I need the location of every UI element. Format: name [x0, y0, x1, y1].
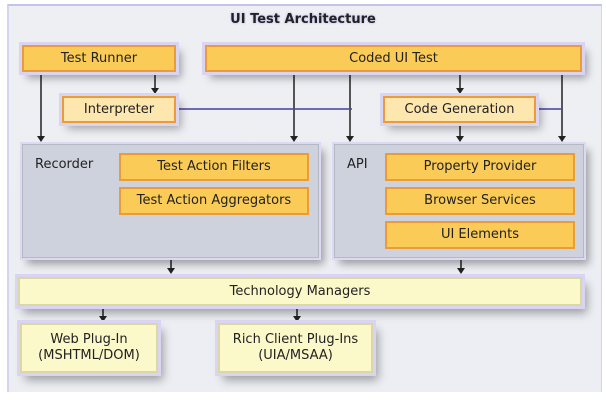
connector-api-techmgr — [460, 258, 462, 270]
technology-managers-label: Technology Managers — [229, 283, 371, 299]
connector-interpreter-api — [176, 108, 352, 110]
test-action-filters-label: Test Action Filters — [157, 159, 271, 174]
arrow-head — [457, 268, 465, 274]
arrow-head — [290, 136, 298, 142]
connector-coded-api-right — [561, 72, 563, 138]
property-provider-label: Property Provider — [423, 159, 537, 174]
api-group: API Property Provider Browser Services U… — [334, 144, 584, 258]
arrow-head — [456, 136, 464, 142]
ui-elements-label: UI Elements — [440, 227, 520, 242]
connector-techmgr-rich — [296, 306, 298, 318]
property-provider-box: Property Provider — [385, 153, 575, 181]
connector-techmgr-web — [102, 306, 104, 318]
interpreter-label: Interpreter — [83, 101, 155, 117]
arrow-head — [37, 136, 45, 142]
test-action-filters-box: Test Action Filters — [119, 153, 309, 181]
arrow-head — [456, 88, 464, 94]
rich-client-plugin-name: Rich Client Plug-Ins — [232, 332, 359, 347]
connector-runner-recorder — [40, 72, 42, 138]
technology-managers-box: Technology Managers — [18, 277, 582, 306]
interpreter-box: Interpreter — [62, 96, 176, 123]
web-plugin-name: Web Plug-In — [50, 332, 128, 347]
connector-codegen-api — [459, 122, 461, 138]
connector-coded-api — [349, 72, 351, 138]
test-runner-box: Test Runner — [22, 45, 176, 72]
code-generation-label: Code Generation — [404, 101, 515, 117]
connector-codegen-right — [536, 108, 561, 110]
arrow-head — [167, 268, 175, 274]
test-runner-label: Test Runner — [60, 50, 138, 66]
arrow-head — [151, 88, 159, 94]
connector-coded-recorder — [293, 72, 295, 138]
web-plugin-box: Web Plug-In (MSHTML/DOM) — [20, 323, 158, 373]
arrow-head — [99, 316, 107, 322]
coded-ui-test-box: Coded UI Test — [205, 45, 582, 72]
connector-recorder-techmgr — [170, 258, 172, 270]
arrow-head — [346, 136, 354, 142]
recorder-group: Recorder Test Action Filters Test Action… — [22, 144, 319, 258]
connector-coded-codegen — [459, 72, 461, 90]
connector-runner-interpreter — [154, 72, 156, 90]
rich-client-plugin-box: Rich Client Plug-Ins (UIA/MSAA) — [218, 323, 373, 373]
test-action-aggregators-label: Test Action Aggregators — [136, 193, 292, 208]
ui-elements-box: UI Elements — [385, 221, 575, 249]
api-label: API — [347, 157, 368, 172]
coded-ui-test-label: Coded UI Test — [349, 50, 438, 66]
arrow-head — [558, 136, 566, 142]
test-action-aggregators-box: Test Action Aggregators — [119, 187, 309, 215]
rich-client-plugin-tech: (UIA/MSAA) — [258, 348, 333, 363]
arrow-head — [293, 316, 301, 322]
diagram-title: UI Test Architecture — [230, 12, 376, 27]
code-generation-box: Code Generation — [383, 96, 536, 123]
recorder-label: Recorder — [35, 157, 94, 172]
browser-services-box: Browser Services — [385, 187, 575, 215]
browser-services-label: Browser Services — [424, 193, 536, 208]
web-plugin-tech: (MSHTML/DOM) — [38, 348, 140, 363]
